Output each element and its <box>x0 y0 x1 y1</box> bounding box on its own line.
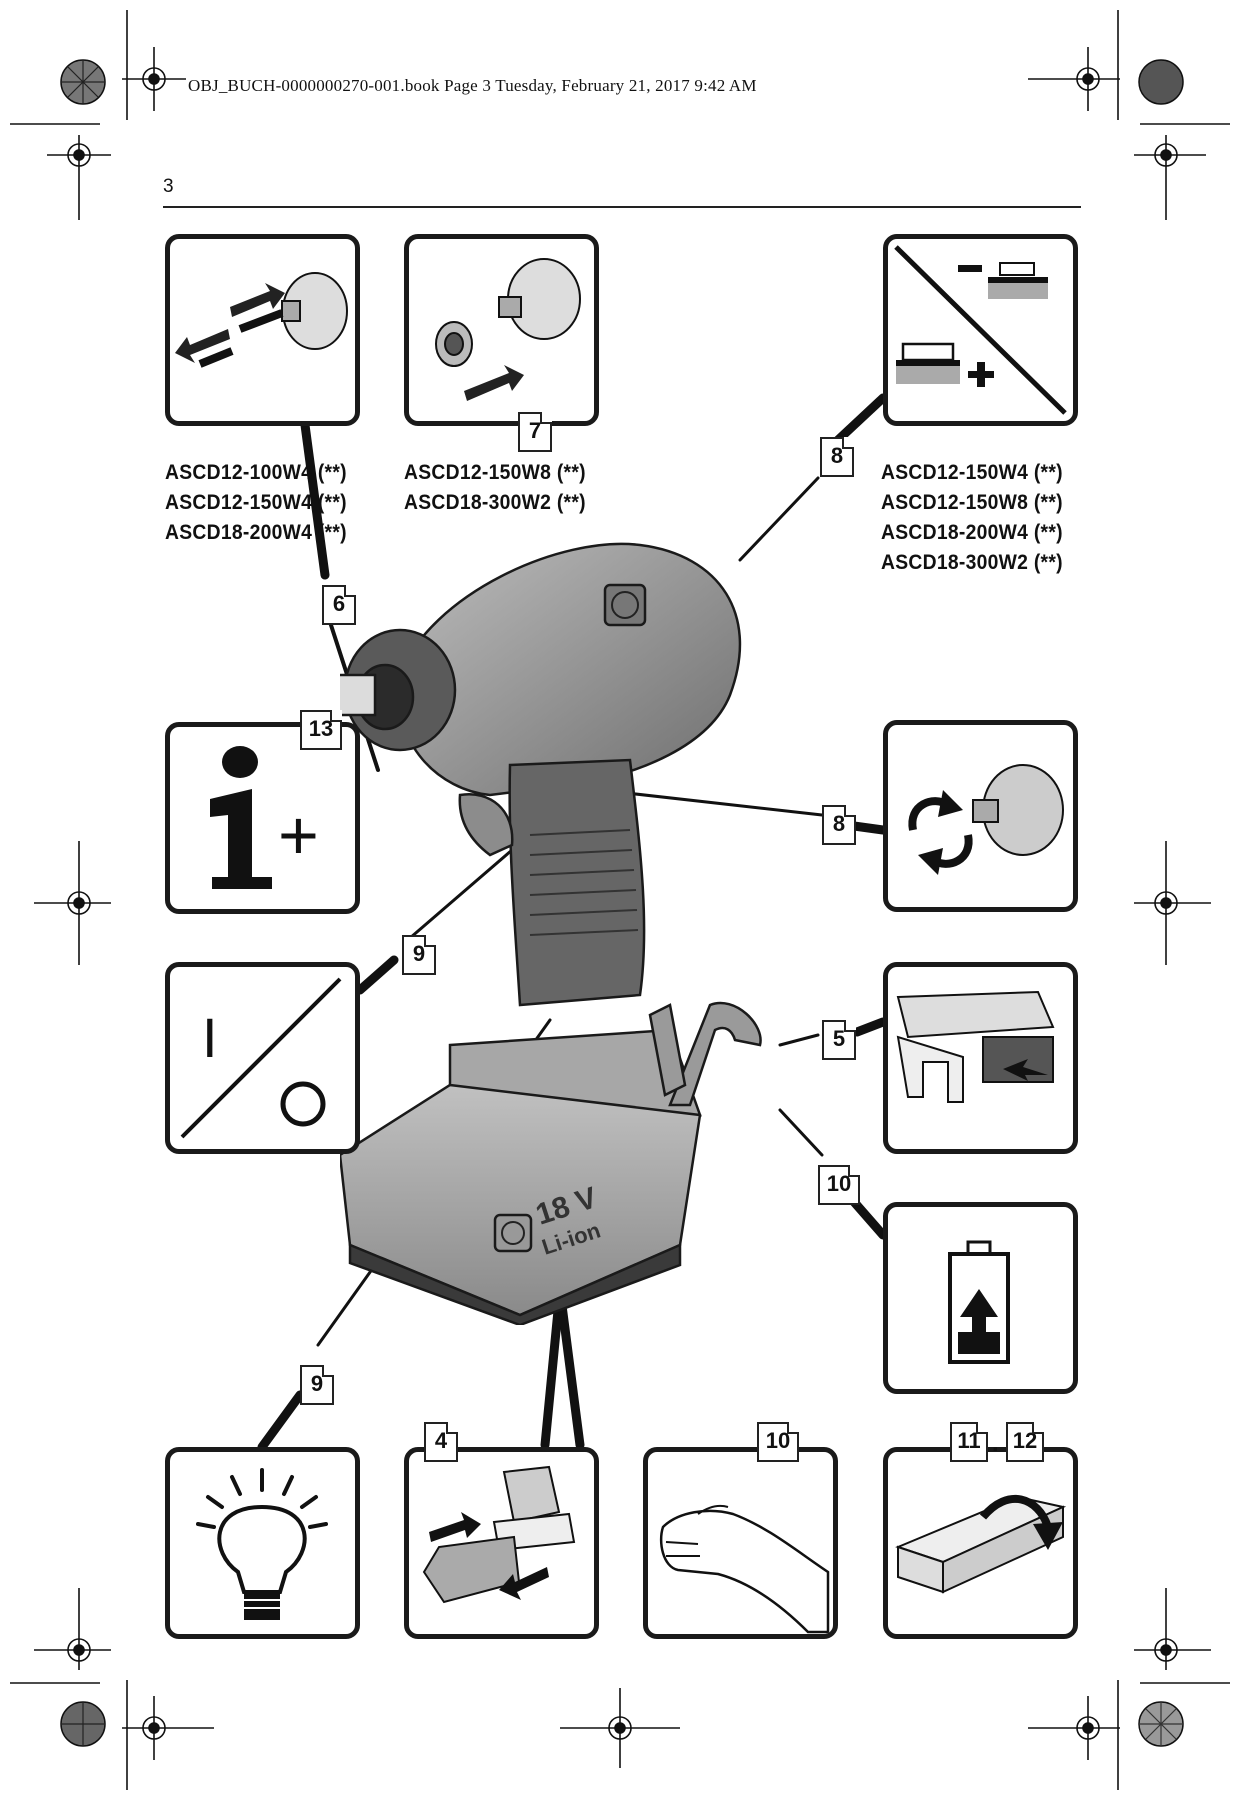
model-item: ASCD18-200W4 (**) <box>165 521 347 544</box>
hand-illustration <box>659 1504 830 1634</box>
callout-tag-6: 6 <box>322 585 356 625</box>
torque-setting-illustration <box>894 245 1067 415</box>
work-light-bulb-icon <box>196 1468 328 1620</box>
panel-insert-socket <box>404 234 599 426</box>
callout-tag-10-bottom: 10 <box>757 1422 799 1462</box>
model-item: ASCD12-100W4 (**) <box>165 461 347 484</box>
impact-driver-illustration: 18 V Li-ion <box>340 542 762 1325</box>
panel-information: + <box>165 722 360 914</box>
on-off-switch-icon: I <box>180 977 342 1139</box>
models-middle: ASCD12-150W8 (**) ASCD18-300W2 (**) <box>404 458 586 518</box>
model-item: ASCD12-150W8 (**) <box>404 461 586 484</box>
callout-tag-8-top: 8 <box>820 437 854 477</box>
file-header-line: OBJ_BUCH-0000000270-001.book Page 3 Tues… <box>188 76 757 95</box>
panel-rotation-direction <box>883 720 1078 912</box>
panel-battery-charge <box>883 1202 1078 1394</box>
panel-insert-bit <box>165 234 360 426</box>
model-item: ASCD12-150W4 (**) <box>165 491 347 514</box>
callout-tag-7: 7 <box>518 412 552 452</box>
panel-hand-vibration <box>643 1447 838 1639</box>
packaging-box-illustration <box>895 1495 1067 1594</box>
svg-text:I: I <box>202 1006 218 1069</box>
panel-on-off-switch: I <box>165 962 360 1154</box>
socket-insertion-illustration <box>435 258 581 401</box>
svg-text:+: + <box>278 796 319 874</box>
callout-tag-11: 11 <box>950 1422 988 1462</box>
battery-insertion-illustration <box>422 1465 576 1604</box>
callout-tag-9-lower: 9 <box>300 1365 334 1405</box>
model-item: ASCD12-150W8 (**) <box>881 491 1063 514</box>
tag-separator: . <box>992 1430 999 1457</box>
models-left: ASCD12-100W4 (**) ASCD12-150W4 (**) ASCD… <box>165 458 347 548</box>
model-item: ASCD12-150W4 (**) <box>881 461 1063 484</box>
panel-torque-setting <box>883 234 1078 426</box>
callout-tag-13: 13 <box>300 710 342 750</box>
information-plus-icon: + <box>210 746 319 889</box>
model-item: ASCD18-300W2 (**) <box>881 551 1063 574</box>
model-item: ASCD18-200W4 (**) <box>881 521 1063 544</box>
panel-battery-insertion <box>404 1447 599 1639</box>
models-right: ASCD12-150W4 (**) ASCD12-150W8 (**) ASCD… <box>881 458 1063 578</box>
panel-work-light <box>165 1447 360 1639</box>
battery-charge-icon <box>948 1240 1010 1364</box>
callout-tag-10-right: 10 <box>818 1165 860 1205</box>
battery-release-illustration <box>896 990 1055 1103</box>
header-rule <box>163 206 1081 208</box>
rotation-direction-illustration <box>908 764 1064 875</box>
callout-tag-5: 5 <box>822 1020 856 1060</box>
panel-battery-release <box>883 962 1078 1154</box>
callout-tag-12: 12 <box>1006 1422 1044 1462</box>
panel-packaging <box>883 1447 1078 1639</box>
callout-tag-9-upper: 9 <box>402 935 436 975</box>
callout-tag-8-side: 8 <box>822 805 856 845</box>
callout-tag-4: 4 <box>424 1422 458 1462</box>
model-item: ASCD18-300W2 (**) <box>404 491 586 514</box>
bit-insertion-illustration <box>175 272 348 368</box>
page-number: 3 <box>163 176 174 197</box>
